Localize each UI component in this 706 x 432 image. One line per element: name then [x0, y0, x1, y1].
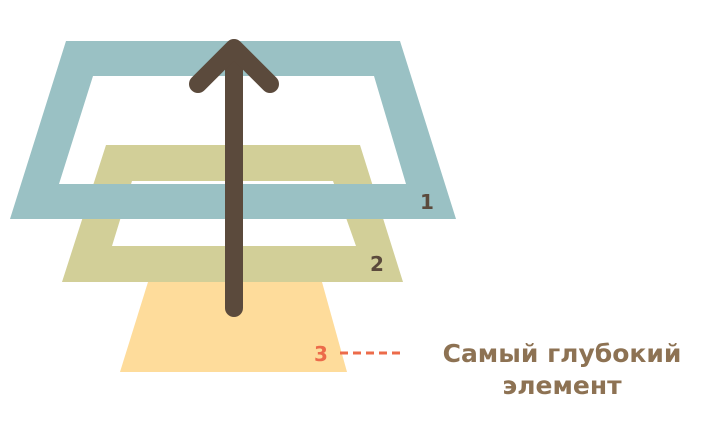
- deepest-element-caption: Самый глубокий: [443, 339, 682, 368]
- layer-2-frame: [62, 145, 403, 282]
- layer-2-label: 2: [370, 252, 384, 276]
- layer-3-shape: [120, 282, 347, 372]
- arrow-head: [189, 39, 279, 93]
- layer-1-label: 1: [420, 190, 434, 214]
- deepest-element-caption-line2: элемент: [502, 371, 622, 400]
- layer-1-frame: [10, 41, 456, 219]
- arrow-up-icon: [189, 39, 279, 317]
- layer-3-label: 3: [314, 342, 328, 366]
